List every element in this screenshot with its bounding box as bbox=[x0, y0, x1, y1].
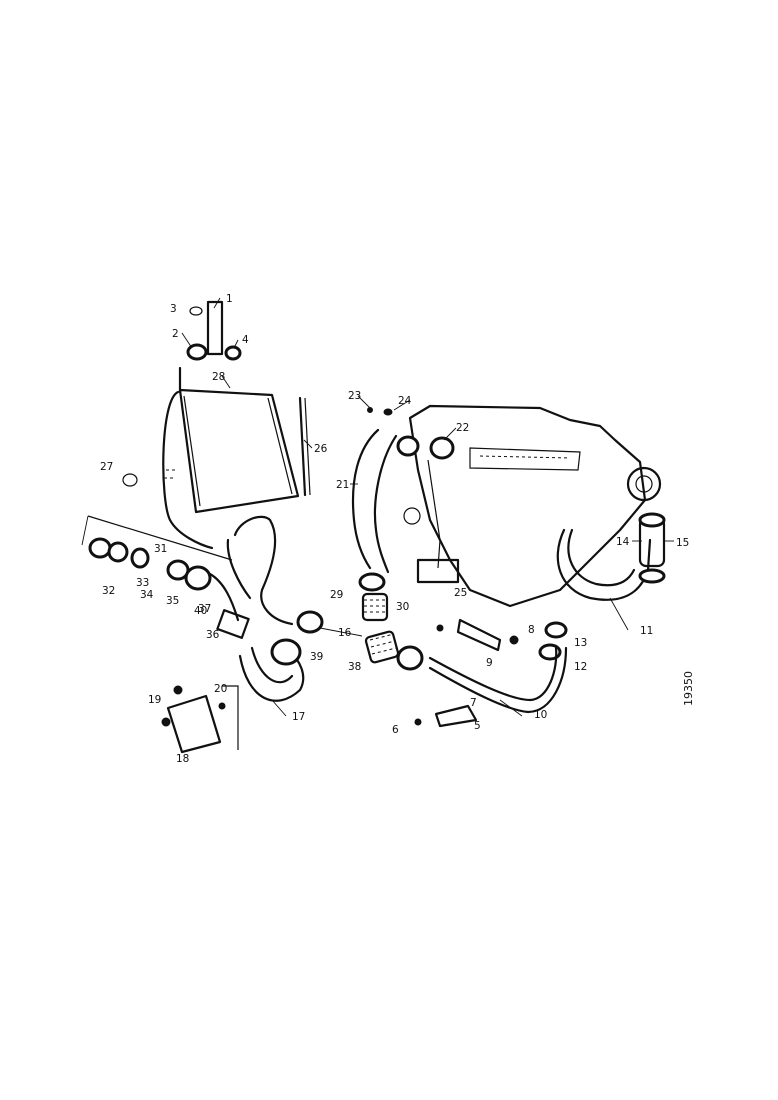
callout-34: 34 bbox=[140, 589, 154, 601]
callout-6: 6 bbox=[392, 724, 399, 736]
intercooler bbox=[122, 388, 311, 550]
right-pipe bbox=[414, 512, 666, 728]
callout-2: 2 bbox=[172, 328, 179, 340]
callout-31: 31 bbox=[154, 543, 167, 555]
callout-39: 39 bbox=[310, 651, 323, 663]
callout-27: 27 bbox=[100, 461, 113, 473]
callout-15: 15 bbox=[676, 537, 689, 549]
callout-40: 40 bbox=[194, 605, 207, 617]
engine-block bbox=[403, 404, 662, 608]
callout-25: 25 bbox=[454, 587, 467, 599]
callout-26: 26 bbox=[314, 443, 328, 455]
callout-12: 12 bbox=[574, 661, 587, 673]
center-connectors bbox=[319, 572, 424, 671]
callout-28: 28 bbox=[212, 371, 225, 383]
figure-reference-number: 19350 bbox=[682, 671, 695, 706]
callout-30: 30 bbox=[396, 601, 409, 613]
callout-18: 18 bbox=[176, 753, 189, 765]
callout-3: 3 bbox=[170, 303, 177, 315]
leader-lines bbox=[181, 297, 674, 717]
callout-13: 13 bbox=[574, 637, 587, 649]
callout-8: 8 bbox=[528, 624, 535, 636]
callout-10: 10 bbox=[534, 709, 547, 721]
left-hose-group bbox=[81, 515, 324, 639]
callout-5: 5 bbox=[474, 720, 481, 732]
callout-14: 14 bbox=[616, 536, 630, 548]
callout-23: 23 bbox=[348, 390, 361, 402]
elbow-and-plate bbox=[161, 638, 305, 754]
callout-37: 37 bbox=[198, 603, 211, 615]
callout-36: 36 bbox=[206, 629, 220, 641]
callout-7: 7 bbox=[470, 697, 477, 709]
callout-16: 16 bbox=[338, 627, 352, 639]
callout-4: 4 bbox=[242, 334, 249, 346]
upper-hose bbox=[351, 407, 455, 574]
callout-11: 11 bbox=[640, 625, 653, 637]
callout-38: 38 bbox=[348, 661, 361, 673]
callout-labels: 1 2 3 4 5 6 7 8 9 10 11 12 13 14 15 16 1… bbox=[100, 293, 689, 765]
callout-9: 9 bbox=[486, 657, 493, 669]
callout-19: 19 bbox=[148, 694, 161, 706]
bracket-assembly bbox=[178, 300, 242, 394]
callout-20: 20 bbox=[214, 683, 227, 695]
callout-33: 33 bbox=[136, 577, 149, 589]
callout-24: 24 bbox=[398, 395, 412, 407]
callout-35: 35 bbox=[166, 595, 179, 607]
callout-1: 1 bbox=[226, 293, 233, 305]
callout-22: 22 bbox=[456, 422, 469, 434]
callout-17: 17 bbox=[292, 711, 305, 723]
callout-21: 21 bbox=[336, 479, 349, 491]
callout-29: 29 bbox=[330, 589, 343, 601]
callout-32: 32 bbox=[102, 585, 115, 597]
